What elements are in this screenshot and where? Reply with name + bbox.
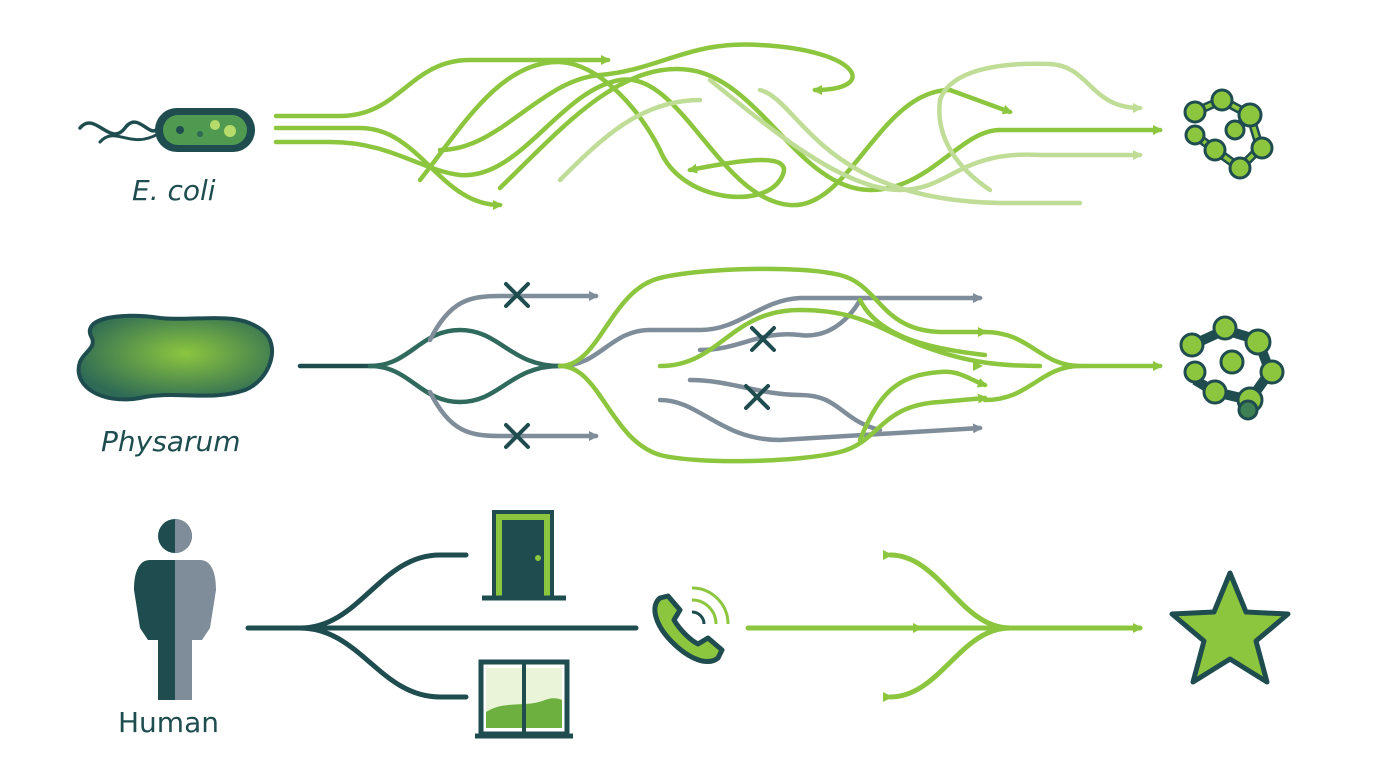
slime-mold-icon (76, 313, 274, 402)
human-options (245, 550, 1143, 702)
cross-icon (504, 282, 530, 308)
organism-label-ecoli: E. coli (132, 174, 216, 207)
door-icon (482, 510, 566, 601)
ecoli-row (78, 42, 1274, 210)
physarum-network (297, 266, 1163, 464)
cross-icon (504, 423, 530, 449)
molecule-cluster-icon (1183, 88, 1274, 180)
physarum-row (76, 266, 1285, 464)
pruned-branch-marks (504, 282, 776, 449)
phone-icon (652, 586, 730, 664)
human-row (134, 510, 1291, 739)
molecule-cluster-icon (1179, 315, 1285, 421)
person-icon (134, 519, 216, 700)
window-icon (475, 659, 573, 739)
organism-label-physarum: Physarum (101, 425, 241, 458)
ecoli-random-paths (273, 42, 1163, 210)
cross-icon (750, 326, 776, 352)
cross-icon (744, 384, 770, 410)
star-icon (1169, 570, 1291, 685)
bacterium-icon (78, 108, 255, 152)
organism-label-human: Human (118, 706, 219, 739)
